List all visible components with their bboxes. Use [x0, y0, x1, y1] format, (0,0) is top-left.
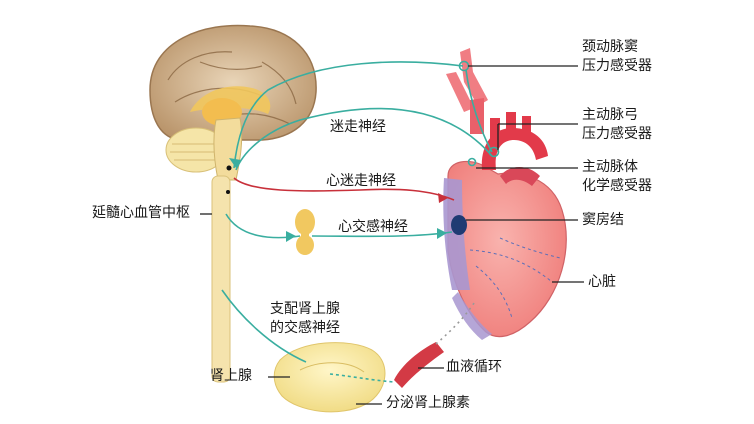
aortic-arch-label-line1: 主动脉弓 — [582, 106, 652, 125]
adrenal-gland-illustration — [274, 343, 385, 412]
circulation-label: 血液循环 — [446, 358, 502, 377]
aortic-body-label: 主动脉体 化学感受器 — [582, 158, 652, 196]
heart-label: 心脏 — [588, 273, 616, 292]
carotid-sinus-label: 颈动脉窦 压力感受器 — [582, 38, 652, 76]
sympathetic-ganglion — [295, 209, 315, 255]
carotid-sinus-label-line1: 颈动脉窦 — [582, 38, 652, 57]
brain-illustration — [150, 25, 316, 180]
secretion-label: 分泌肾上腺素 — [386, 394, 470, 413]
vagus-afferent-label: 迷走神经 — [330, 116, 386, 136]
adrenal-sympathetic-label: 支配肾上腺 的交感神经 — [270, 300, 340, 338]
adrenal-sympathetic-label-line2: 的交感神经 — [270, 319, 340, 338]
aortic-arch-label: 主动脉弓 压力感受器 — [582, 106, 652, 144]
aortic-body-label-line1: 主动脉体 — [582, 158, 652, 177]
aortic-body-label-line2: 化学感受器 — [582, 177, 652, 196]
carotid-sinus-label-line2: 压力感受器 — [582, 57, 652, 76]
cardiac-vagus-label: 心迷走神经 — [326, 170, 396, 190]
spinal-cord — [212, 176, 230, 382]
adrenal-sympathetic-label-line1: 支配肾上腺 — [270, 300, 340, 319]
heart-illustration — [443, 112, 566, 340]
adrenal-gland-label: 肾上腺 — [210, 367, 252, 386]
blood-vessel-segment — [394, 342, 444, 388]
cardiac-sympathetic-label: 心交感神经 — [338, 216, 408, 236]
sa-node-label: 窦房结 — [582, 211, 624, 230]
aortic-arch-label-line2: 压力感受器 — [582, 125, 652, 144]
medulla-center-label: 延髓心血管中枢 — [92, 204, 190, 223]
sa-node — [451, 215, 467, 235]
carotid-artery — [446, 48, 488, 134]
